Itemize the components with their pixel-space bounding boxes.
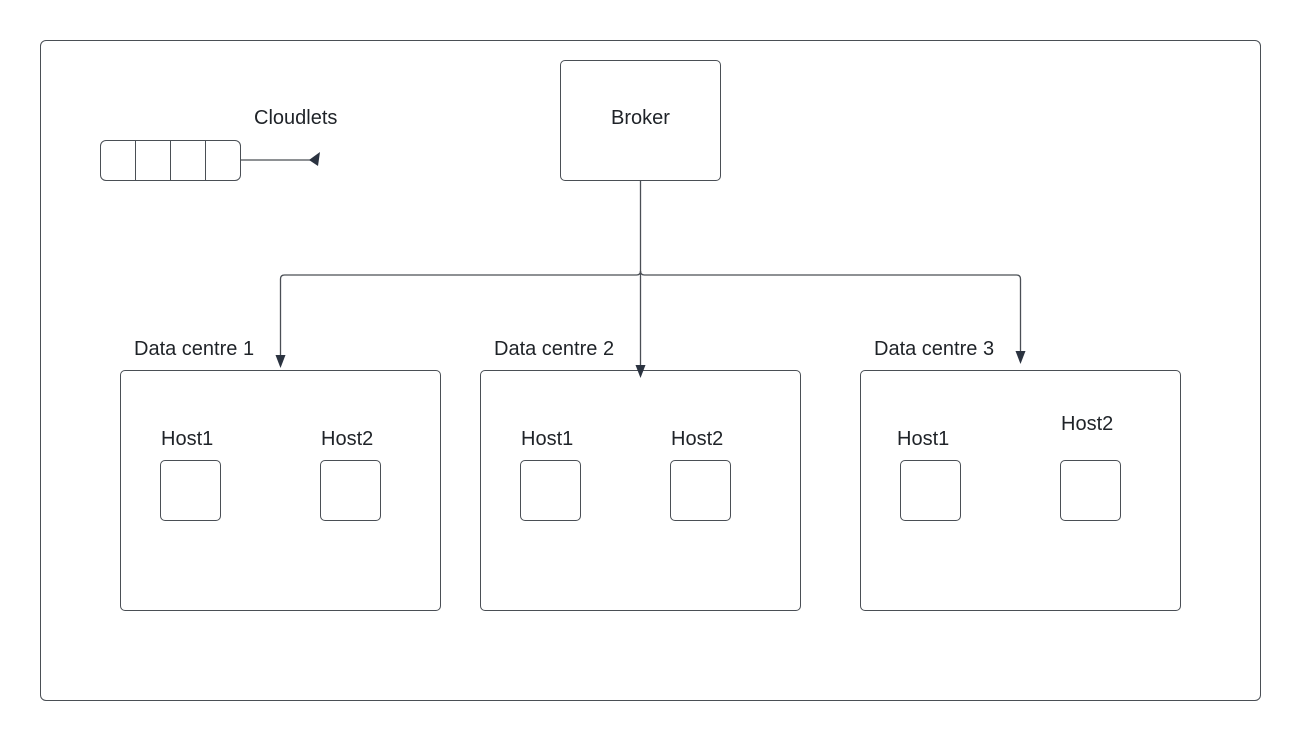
dc1-host2-label: Host2 [321,428,374,450]
dc3-host2-node[interactable] [1060,460,1121,521]
dc2-host2-label: Host2 [671,428,724,450]
datacentre-3-label: Data centre 3 [874,338,995,360]
dc1-host2-node[interactable] [320,460,381,521]
dc2-host1-label: Host1 [521,428,574,450]
dc3-host1-node[interactable] [900,460,961,521]
datacentre-2-label: Data centre 2 [494,338,615,360]
queue-divider [170,141,171,180]
dc3-host2-label: Host2 [1061,413,1114,435]
dc1-host1-label: Host1 [161,428,214,450]
broker-node[interactable]: Broker [560,60,721,181]
broker-label: Broker [611,107,670,129]
datacentre-1-label: Data centre 1 [134,338,255,360]
cloudlets-queue[interactable] [100,140,241,181]
dc2-host1-node[interactable] [520,460,581,521]
queue-divider [135,141,136,180]
queue-divider [205,141,206,180]
cloudlets-label: Cloudlets [254,107,338,129]
dc3-host1-label: Host1 [897,428,950,450]
dc1-host1-node[interactable] [160,460,221,521]
dc2-host2-node[interactable] [670,460,731,521]
